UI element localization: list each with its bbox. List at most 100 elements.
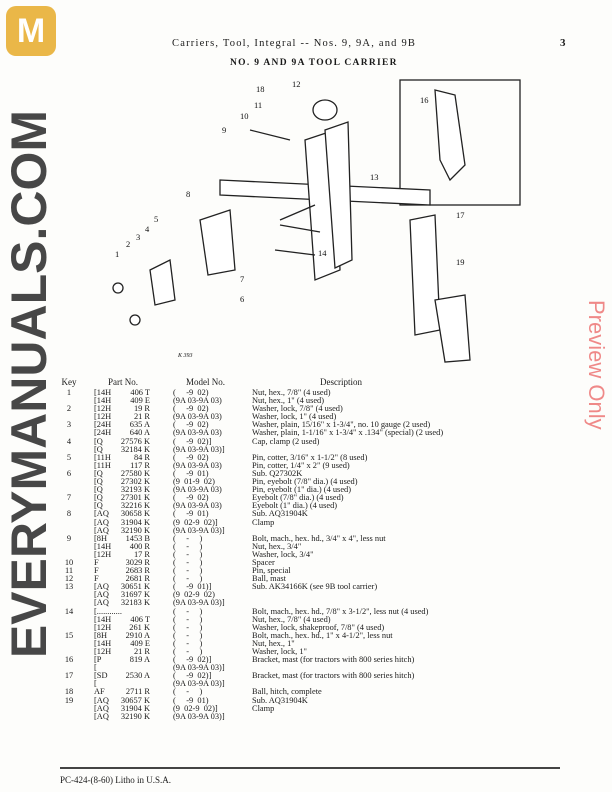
- cell-description: Sub. AK34166K (see 9B tool carrier): [252, 582, 378, 592]
- cell-part-number: 30657 K: [120, 695, 150, 705]
- cell-model-number: ( - ): [173, 557, 203, 567]
- cell-key: 13: [64, 582, 74, 592]
- callout-18: 18: [256, 84, 265, 94]
- cell-part-prefix: [14H: [94, 638, 112, 648]
- cell-part-prefix: [: [94, 663, 97, 673]
- cell-description: Bolt, mach., hex. hd., 7/8" x 3-1/2", le…: [252, 606, 429, 616]
- cell-part-number: 819 A: [129, 655, 150, 665]
- cell-model-number: ( - ): [173, 638, 203, 648]
- cell-part-number: 640 A: [129, 428, 150, 438]
- cell-key: 15: [64, 630, 74, 640]
- cell-part-prefix: [14H: [94, 396, 112, 406]
- watermark-logo: M: [6, 6, 56, 56]
- cell-part-prefix: [AQ: [94, 695, 109, 705]
- callout-2: 2: [126, 239, 130, 249]
- cell-part-number: 27301 K: [120, 493, 150, 503]
- cell-part-number: 21 R: [133, 647, 150, 656]
- cell-description: Pin, special: [252, 566, 291, 576]
- cell-part-number: 31904 K: [120, 703, 150, 713]
- cell-part-number: 2910 A: [125, 630, 150, 640]
- callout-1: 1: [115, 249, 119, 259]
- cell-part-number: 84 R: [133, 452, 150, 462]
- callout-11: 11: [254, 100, 262, 110]
- cell-part-number: 27302 K: [120, 477, 150, 487]
- nut: [112, 282, 124, 294]
- cell-description: Clamp: [252, 703, 275, 713]
- cell-part-number: 406 T: [130, 614, 150, 624]
- cell-model-number: ( -9 01)]: [173, 582, 212, 592]
- header-model: Model No.: [186, 377, 225, 387]
- callout-16: 16: [420, 95, 429, 105]
- cell-description: Ball, hitch, complete: [252, 687, 322, 697]
- cell-part-prefix: [AQ: [94, 598, 109, 608]
- cell-description: Pin, eyebolt (1" dia.) (4 used): [252, 485, 352, 495]
- cell-description: Eyebolt (7/8" dia.) (4 used): [252, 493, 344, 503]
- cell-part-prefix: [24H: [94, 420, 112, 430]
- cell-part-prefix: [14H: [94, 388, 112, 397]
- cell-part-number: 261 K: [129, 622, 150, 632]
- cell-model-number: ( - ): [173, 549, 203, 559]
- cell-part-number: 31697 K: [120, 590, 150, 600]
- cell-part-number: 635 A: [129, 420, 150, 430]
- side-bracket: [409, 214, 441, 336]
- clamp-plate: [149, 259, 176, 306]
- cell-part-number: 409 E: [130, 638, 150, 648]
- cell-model-number: ( -9 02): [173, 388, 209, 397]
- cell-part-prefix: [AQ: [94, 582, 109, 592]
- header-description: Description: [320, 377, 362, 387]
- cell-part-prefix: [11H: [94, 460, 111, 470]
- cell-part-prefix: [Q: [94, 444, 103, 454]
- cell-model-number: ( -9 01): [173, 695, 209, 705]
- cell-part-number: 406 T: [130, 388, 150, 397]
- cell-part-prefix: [8H: [94, 533, 108, 543]
- inset-bracket: [434, 89, 466, 182]
- cell-part-prefix: AF: [94, 687, 105, 697]
- cell-part-prefix: [AQ: [94, 711, 109, 721]
- cell-part-prefix: [11H: [94, 452, 111, 462]
- cell-model-number: (9A 03-9A 03): [173, 501, 222, 511]
- cell-model-number: ( -9 02): [173, 452, 209, 462]
- cell-key: 14: [64, 606, 74, 616]
- cell-key: 12: [64, 574, 74, 584]
- callout-7: 7: [240, 274, 244, 284]
- cell-part-prefix: [8H: [94, 630, 108, 640]
- cell-model-number: ( - ): [173, 541, 203, 551]
- cell-description: Nut, hex., 1": [252, 638, 295, 648]
- cell-description: Sub. AQ31904K: [252, 695, 308, 705]
- cell-description: Nut, hex., 1" (4 used): [252, 396, 325, 406]
- cell-key: 16: [64, 655, 74, 665]
- mast-plate-rear: [324, 121, 353, 269]
- cell-part-number: 2683 R: [125, 566, 150, 576]
- cell-model-number: ( - ): [173, 606, 203, 616]
- callout-17: 17: [456, 210, 465, 220]
- cell-model-number: ( - ): [173, 574, 203, 584]
- cell-part-number: 32183 K: [120, 598, 150, 608]
- cell-part-number: 409 E: [130, 396, 150, 406]
- cell-description: Sub. Q27302K: [252, 468, 303, 478]
- cell-model-number: (9A 03-9A 03): [173, 428, 222, 438]
- cell-description: Washer, lock, 1" (4 used): [252, 412, 337, 422]
- cell-key: 17: [64, 671, 74, 681]
- callout-9: 9: [222, 125, 226, 135]
- cell-description: Washer, lock, shakeproof, 7/8" (4 used): [252, 622, 385, 632]
- callout-10: 10: [240, 111, 249, 121]
- cell-key: 11: [64, 566, 74, 576]
- cell-description: Bolt, mach., hex. hd., 3/4" x 4", less n…: [252, 533, 386, 543]
- cell-model-number: ( -9 02)]: [173, 671, 212, 681]
- cell-model-number: (9A 03-9A 03): [173, 396, 222, 406]
- cell-part-prefix: [12H: [94, 404, 112, 414]
- cell-model-number: ( - ): [173, 647, 203, 656]
- cell-description: Washer, lock, 7/8" (4 used): [252, 404, 343, 414]
- cell-description: Ball, mast: [252, 574, 286, 584]
- pin: [279, 204, 316, 221]
- cell-part-prefix: [SD: [94, 671, 108, 681]
- cell-part-prefix: [P: [94, 655, 102, 665]
- clamp-19: [434, 294, 471, 363]
- cell-description: Bracket, mast (for tractors with 800 ser…: [252, 671, 415, 681]
- cell-description: Washer, lock, 1": [252, 647, 307, 656]
- page-header-title: Carriers, Tool, Integral -- Nos. 9, 9A, …: [172, 38, 417, 49]
- pin: [274, 249, 316, 256]
- cell-model-number: ( -9 02): [173, 420, 209, 430]
- cell-part-number: 3029 R: [125, 557, 150, 567]
